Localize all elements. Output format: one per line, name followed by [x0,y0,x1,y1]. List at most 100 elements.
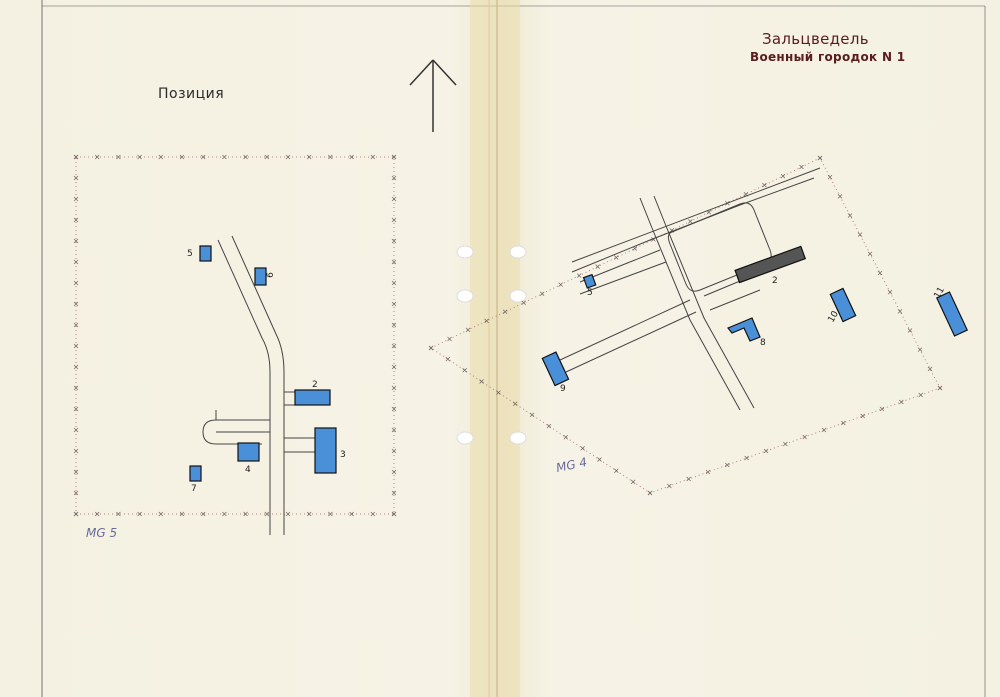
fence-mark [837,194,843,199]
fence-mark [391,238,397,244]
building-right-11[interactable] [935,291,969,337]
building-left-3[interactable] [314,427,337,474]
fence-mark [73,511,79,517]
fence-mark [860,413,865,419]
fence-mark [877,270,883,276]
fence-mark [391,217,397,223]
fence-mark [917,347,923,352]
fence-mark [264,154,270,160]
fence-mark [614,468,619,473]
punch-hole [509,245,527,259]
fence-mark [597,457,602,462]
building-right-5[interactable] [582,273,597,289]
subtitle-right: Военный городок N 1 [750,50,906,64]
fence-mark [821,427,827,433]
fence-mark [73,343,79,349]
fence-mark [937,385,943,391]
fence-mark [630,479,636,485]
building-left-7[interactable] [189,465,202,482]
fence-mark [285,511,291,517]
fence-mark [116,154,121,160]
fence-mark [447,336,452,342]
fence-mark [857,232,863,237]
building-left-4[interactable] [237,442,260,462]
building-number: 9 [560,384,566,394]
fence-mark [179,154,185,160]
fence-mark [613,255,619,260]
fence-mark [512,401,518,407]
fence-mark [484,318,489,324]
fence-mark [927,366,933,372]
fence-mark [899,399,904,405]
fence-mark [73,448,79,454]
fence-mark [137,154,142,160]
fence-mark [349,511,354,517]
fence-mark [867,251,873,257]
fence-mark [479,379,484,384]
fence-mark [725,462,730,468]
fence-mark [179,511,185,517]
north-arrow-icon [409,59,457,132]
fence-mark [391,448,397,454]
fence-mark [73,385,79,391]
fence-mark [391,322,397,328]
building-number: 2 [312,380,318,390]
fence-mark [762,182,767,188]
fence-mark [595,264,600,269]
center-tape [470,0,520,697]
fence-left-marks [73,154,397,517]
fence-mark [158,154,164,160]
fence-mark [391,364,397,370]
fence-mark [802,434,807,440]
fence-mark [688,219,693,224]
fence-mark [328,511,333,517]
fence-mark [222,511,227,517]
fence-mark [391,196,397,202]
fence-mark [391,490,397,496]
fence-mark [879,406,885,412]
title-right: Зальцведель [762,30,869,48]
building-left-2[interactable] [294,389,331,406]
building-left-6[interactable] [254,267,267,286]
roads-right [559,167,821,411]
building-left-5[interactable] [199,245,212,262]
fence-mark [391,280,397,286]
building-number: 8 [760,338,766,348]
fence-mark [391,259,397,265]
fence-mark [73,490,79,496]
building-number: 2 [772,276,778,286]
building-right-8[interactable] [727,317,761,342]
building-number: 5 [587,288,593,298]
fence-mark [445,356,451,362]
fence-mark [243,511,248,517]
fence-mark [73,322,79,328]
fence-mark [94,154,100,160]
fence-mark [137,511,142,517]
building-right-2[interactable] [734,245,807,284]
fence-mark [391,406,397,412]
building-right-10[interactable] [829,287,857,323]
fence-mark [264,511,270,517]
fence-mark [73,406,79,412]
fence-mark [73,196,79,202]
fence-mark [667,483,672,489]
fence-mark [827,174,833,180]
fence-mark [897,309,903,314]
building-right-9[interactable] [541,351,570,387]
fence-mark [222,154,227,160]
fence-mark [462,368,467,373]
punch-hole [456,289,474,303]
punch-hole [456,245,474,259]
buildings-left [189,245,337,482]
fence-mark [73,301,79,307]
fence-mark [391,175,397,181]
fence-mark [73,280,79,286]
building-number: 4 [245,465,251,475]
fence-mark [306,154,312,160]
fence-mark [580,446,585,451]
building-number: 7 [191,484,197,494]
building-number: 3 [340,450,346,460]
fence-mark [158,511,164,517]
fence-mark [783,441,788,447]
